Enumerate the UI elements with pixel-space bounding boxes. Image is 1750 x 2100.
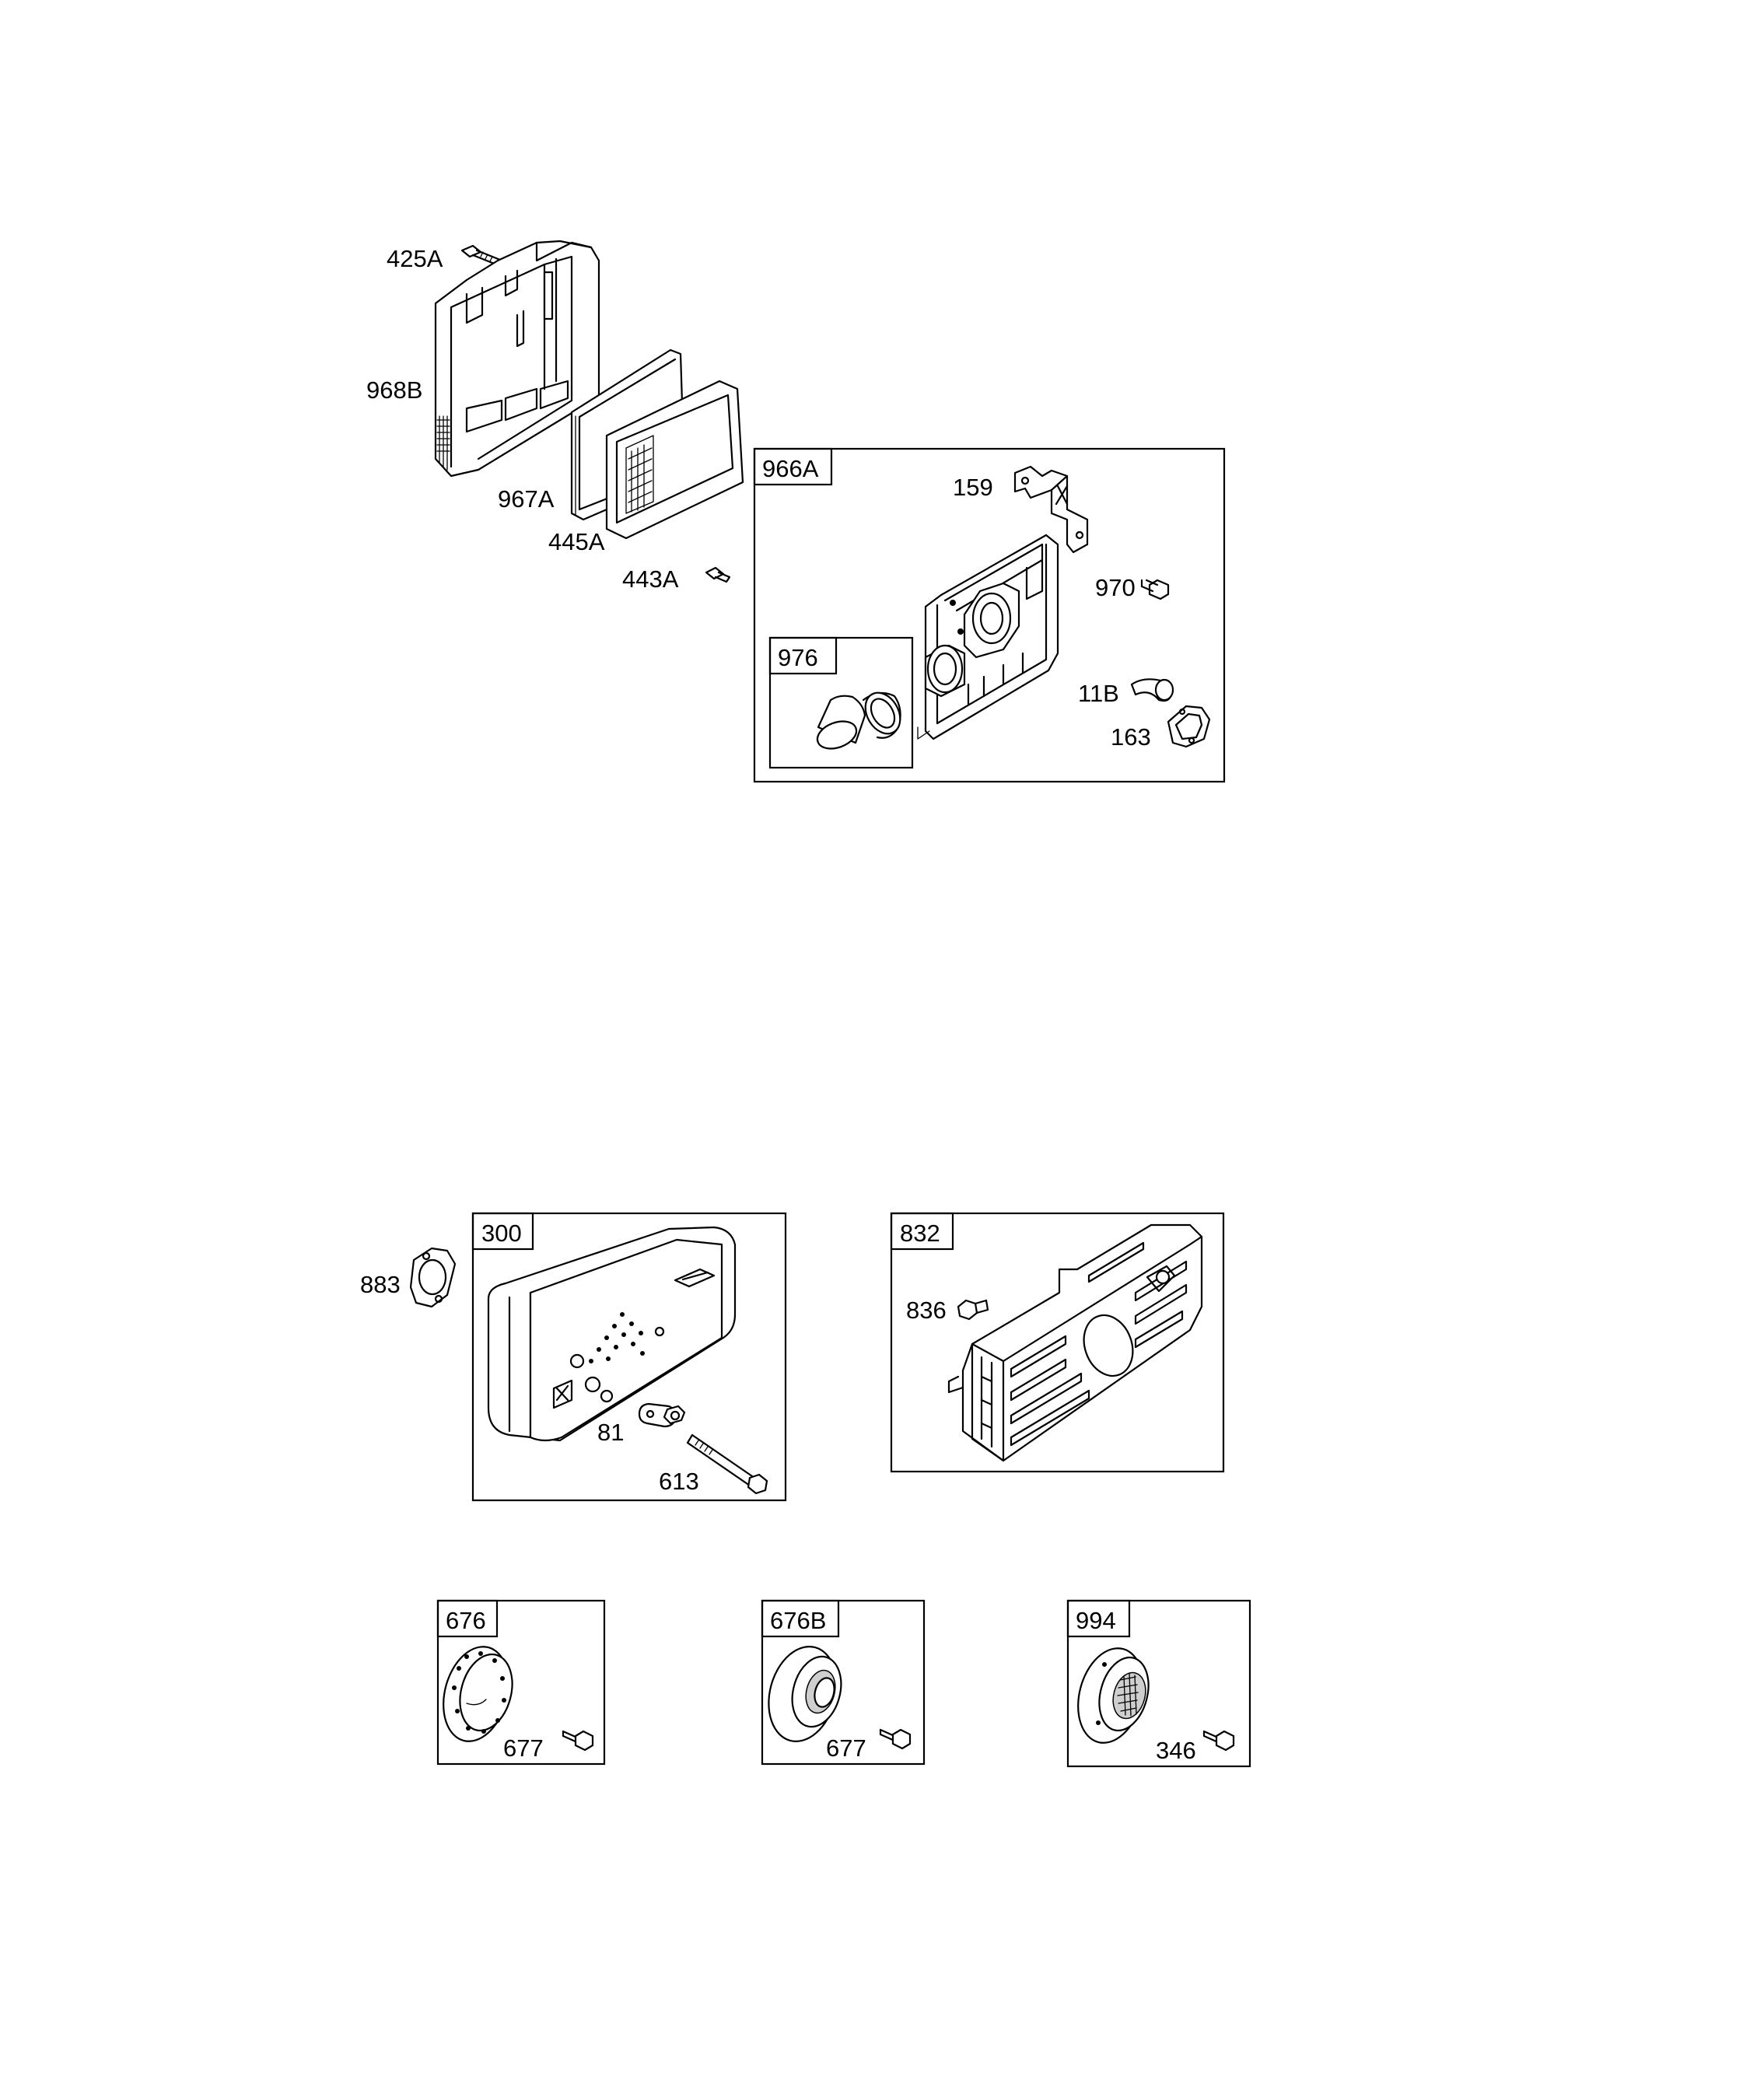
screw-425a-icon bbox=[460, 244, 502, 266]
box-label-966a: 966A bbox=[762, 455, 819, 482]
label-81: 81 bbox=[597, 1419, 624, 1446]
screw-677-icon bbox=[562, 1730, 594, 1752]
air-filter-445a-icon bbox=[605, 380, 744, 540]
box-label-676: 676 bbox=[446, 1607, 486, 1634]
bracket-159-icon bbox=[1013, 465, 1089, 554]
box-label-994: 994 bbox=[1076, 1607, 1116, 1634]
label-968b: 968B bbox=[366, 376, 422, 404]
air-cleaner-cover-968b-icon bbox=[434, 240, 600, 478]
label-970: 970 bbox=[1095, 574, 1136, 601]
screw-443a-icon bbox=[705, 566, 731, 583]
box-label-976: 976 bbox=[778, 644, 818, 671]
air-cleaner-base-icon bbox=[917, 534, 1059, 740]
box-676: 676 677 bbox=[436, 1599, 606, 1766]
label-836: 836 bbox=[906, 1297, 947, 1324]
box-label-832: 832 bbox=[900, 1220, 940, 1247]
screw-970-icon bbox=[1140, 579, 1170, 600]
box-label-300: 300 bbox=[481, 1220, 522, 1247]
cup-and-clamp-icon bbox=[816, 691, 901, 750]
box-976: 976 bbox=[768, 636, 914, 769]
label-967a: 967A bbox=[498, 485, 555, 513]
label-159: 159 bbox=[953, 474, 993, 501]
label-443a: 443A bbox=[622, 565, 679, 593]
gasket-883-icon bbox=[409, 1247, 457, 1308]
label-883: 883 bbox=[360, 1271, 401, 1298]
deflector-676b-icon bbox=[768, 1646, 842, 1742]
screw-677b-icon bbox=[879, 1728, 912, 1750]
spark-arrestor-994-icon bbox=[1077, 1647, 1150, 1744]
heat-shield-832-icon bbox=[947, 1223, 1203, 1462]
box-832: 832 bbox=[890, 1212, 1225, 1473]
box-994: 994 346 bbox=[1066, 1599, 1251, 1768]
hose-11b-icon bbox=[1130, 678, 1174, 702]
label-677b: 677 bbox=[826, 1734, 866, 1762]
box-966a: 966A 159 bbox=[753, 447, 1226, 783]
label-425a: 425A bbox=[387, 245, 443, 272]
screw-836-icon bbox=[957, 1299, 989, 1321]
label-11b: 11B bbox=[1078, 680, 1119, 707]
label-163: 163 bbox=[1111, 723, 1151, 751]
gasket-163-icon bbox=[1167, 705, 1211, 748]
bolt-613-icon bbox=[686, 1433, 768, 1495]
box-676b: 676B 677 bbox=[761, 1599, 926, 1766]
screw-346-icon bbox=[1202, 1730, 1235, 1752]
label-445a: 445A bbox=[548, 528, 605, 555]
box-300: 300 bbox=[471, 1212, 787, 1502]
muffler-300-icon bbox=[487, 1226, 737, 1442]
deflector-676-icon bbox=[443, 1646, 513, 1742]
heat-shield-slots bbox=[980, 1241, 1188, 1448]
label-677a: 677 bbox=[503, 1734, 544, 1762]
air-cleaner-group: 425A 968B 967A bbox=[366, 240, 744, 593]
box-label-676b: 676B bbox=[770, 1607, 826, 1634]
label-613: 613 bbox=[659, 1468, 699, 1495]
label-346: 346 bbox=[1156, 1737, 1196, 1764]
muffler-holes bbox=[589, 1312, 645, 1363]
lock-plate-81-icon bbox=[638, 1402, 686, 1428]
